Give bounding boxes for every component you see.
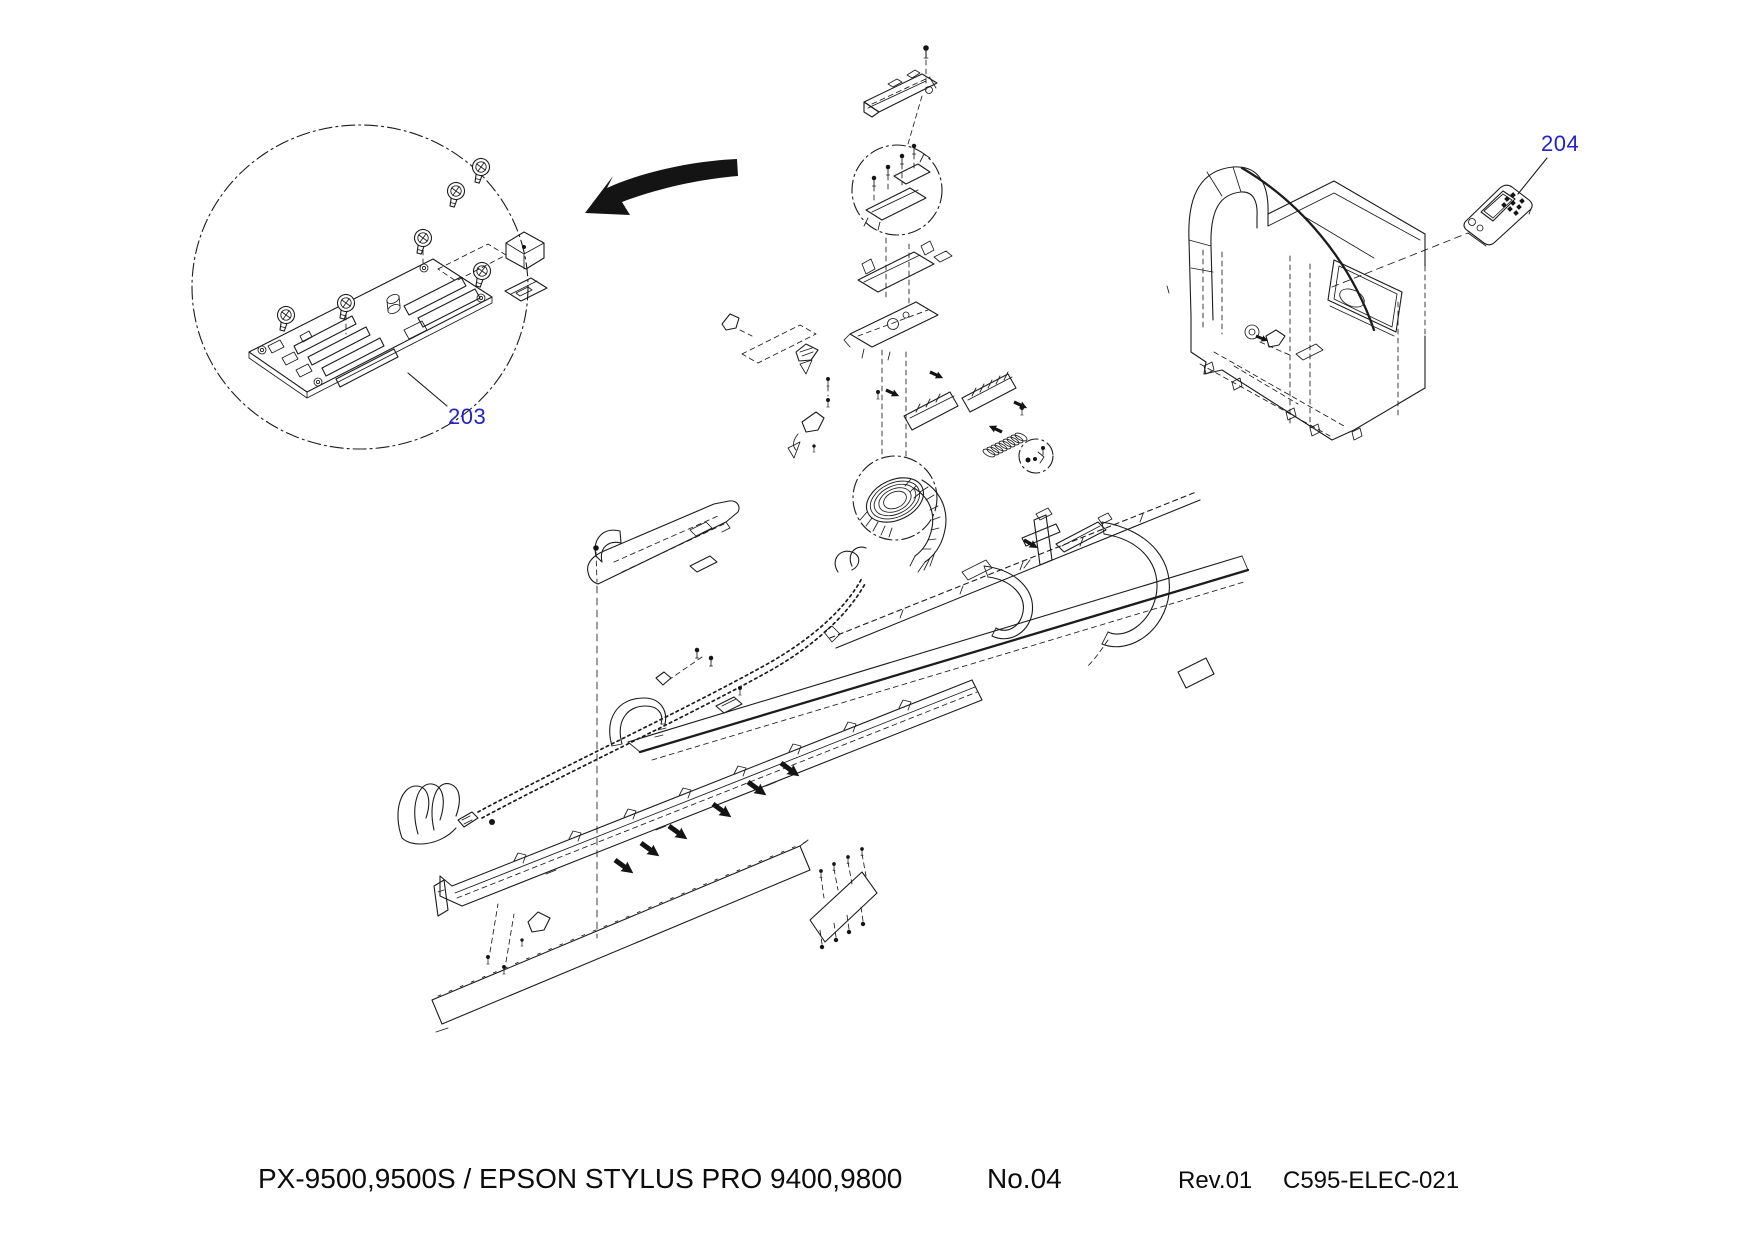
sub-assembly-detail-circle — [851, 143, 943, 236]
cable-cover — [587, 500, 740, 585]
mounting-screws — [273, 156, 493, 335]
footer-doc-code: C595-ELEC-021 — [1283, 1167, 1460, 1194]
guide-rail — [627, 491, 1250, 761]
leader-204-dashed — [1331, 232, 1469, 288]
chain-end-piece — [1177, 657, 1215, 689]
pointer-arrow — [585, 159, 738, 215]
clamp-bracket — [715, 685, 743, 714]
footer-sheet-number: No.04 — [987, 1163, 1062, 1194]
ffc-exit-ribbon — [909, 479, 947, 573]
position-arrows — [611, 758, 803, 879]
footer-model-line: PX-9500,9500S / EPSON STYLUS PRO 9400,98… — [258, 1163, 903, 1194]
connector-bars — [875, 368, 1029, 436]
panel-buttons — [1501, 192, 1525, 216]
bracket-stack — [843, 237, 953, 459]
footer-revision: Rev.01 — [1178, 1167, 1253, 1194]
chain-segment — [809, 846, 878, 950]
callout-203-leader — [407, 372, 448, 407]
carriage-rail — [433, 647, 983, 975]
upper-bracket — [863, 44, 938, 145]
panel-unit — [1463, 184, 1533, 247]
capacitor — [386, 294, 401, 314]
small-detail-circle — [1018, 438, 1054, 474]
ferrite-coil — [982, 432, 1028, 458]
loose-cable-coil — [397, 783, 495, 845]
left-clip-cluster — [721, 313, 831, 459]
ffc-loop-left — [961, 559, 1034, 640]
cable-drag-chain — [431, 839, 811, 1033]
cross-bracket — [1021, 507, 1061, 569]
board-bracket — [437, 231, 548, 302]
wound-ffc-coil — [852, 455, 938, 541]
main-board-assembly — [248, 258, 493, 399]
callout-203: 203 — [448, 404, 487, 429]
right-side-cover — [1166, 166, 1426, 441]
callout-204-leader — [1517, 157, 1548, 195]
twisted-pair-cable — [477, 546, 867, 819]
callout-204: 204 — [1541, 131, 1580, 156]
ffc-loop-small — [609, 697, 667, 747]
ffc-loop-right — [1055, 512, 1170, 669]
